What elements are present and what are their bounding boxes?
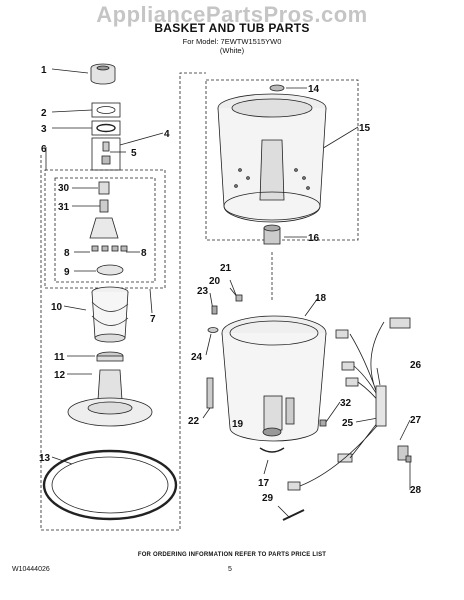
diagram-title: BASKET AND TUB PARTS <box>154 21 310 35</box>
callout-32: 32 <box>340 398 352 409</box>
box-group-15 <box>205 79 359 241</box>
callout-11: 11 <box>54 352 65 363</box>
callout-17: 17 <box>258 478 270 489</box>
callout-13: 13 <box>39 453 51 464</box>
part-21-clip <box>235 294 243 302</box>
part-25-bracket <box>375 385 387 427</box>
part-12-impeller <box>67 369 153 427</box>
ordering-note: FOR ORDERING INFORMATION REFER TO PARTS … <box>137 552 327 558</box>
color-line: (White) <box>219 46 245 55</box>
box-group-inner <box>54 177 156 283</box>
part-26-wire-harness <box>287 317 411 491</box>
box-group-3 <box>91 120 121 136</box>
callout-23: 23 <box>197 286 209 297</box>
callout-9: 9 <box>64 267 70 278</box>
model-line: For Model: 7EWTW1515YW0 <box>182 37 282 46</box>
part-9-cam <box>96 264 124 276</box>
callout-8a: 8 <box>64 248 70 259</box>
callout-30: 30 <box>58 183 70 194</box>
part-17-clamp <box>259 447 285 453</box>
part-24-grommet <box>207 327 219 333</box>
part-32-screw <box>319 419 327 427</box>
callout-15: 15 <box>359 123 371 134</box>
part-30-cap <box>98 181 110 195</box>
callout-20: 20 <box>209 276 221 287</box>
callout-27: 27 <box>410 415 422 426</box>
callout-8b: 8 <box>141 248 147 259</box>
callout-18: 18 <box>315 293 327 304</box>
part-29-rod <box>282 509 305 521</box>
group-6-bracket <box>40 72 206 531</box>
box-group-2 <box>91 102 121 118</box>
part-19-bearing <box>262 427 282 437</box>
part-18-outer-tub <box>221 315 327 442</box>
callout-5: 5 <box>131 148 137 159</box>
callout-25: 25 <box>342 418 354 429</box>
part-1-nut <box>90 63 116 85</box>
part-8-dogs <box>91 245 128 252</box>
watermark: AppliancePartsPros.com <box>96 2 368 27</box>
part-10-auger <box>91 286 129 343</box>
part-28-screw <box>405 455 412 463</box>
callout-16: 16 <box>308 233 320 244</box>
part-4-bolt <box>102 141 110 152</box>
part-agitator-cone <box>89 217 119 239</box>
part-31-coupler <box>99 199 109 213</box>
part-15-basket <box>217 93 327 223</box>
callout-12: 12 <box>54 370 66 381</box>
callout-28: 28 <box>410 485 422 496</box>
part-16-hub <box>263 224 281 245</box>
part-22-damper <box>206 377 214 409</box>
callout-22: 22 <box>188 416 200 427</box>
part-20-screw <box>211 305 218 315</box>
part-14-nut <box>269 84 285 92</box>
callout-6: 6 <box>41 144 47 155</box>
callout-2: 2 <box>41 108 47 119</box>
callout-4: 4 <box>164 129 170 140</box>
part-27-switch <box>397 445 409 461</box>
callout-10: 10 <box>51 302 63 313</box>
callout-7: 7 <box>150 314 156 325</box>
part-13-balance-ring <box>42 449 178 521</box>
part-3-ring <box>96 123 116 133</box>
callout-31: 31 <box>58 202 70 213</box>
callout-1: 1 <box>41 65 47 76</box>
document-number: W10444026 <box>12 566 50 573</box>
callout-3: 3 <box>41 124 47 135</box>
part-5-bolt <box>101 155 111 165</box>
callout-29: 29 <box>262 493 274 504</box>
callout-26: 26 <box>410 360 422 371</box>
part-2-ring <box>96 106 116 114</box>
callout-14: 14 <box>308 84 320 95</box>
callout-24: 24 <box>191 352 203 363</box>
callout-19: 19 <box>232 419 244 430</box>
callout-21: 21 <box>220 263 232 274</box>
page-number: 5 <box>228 566 232 573</box>
